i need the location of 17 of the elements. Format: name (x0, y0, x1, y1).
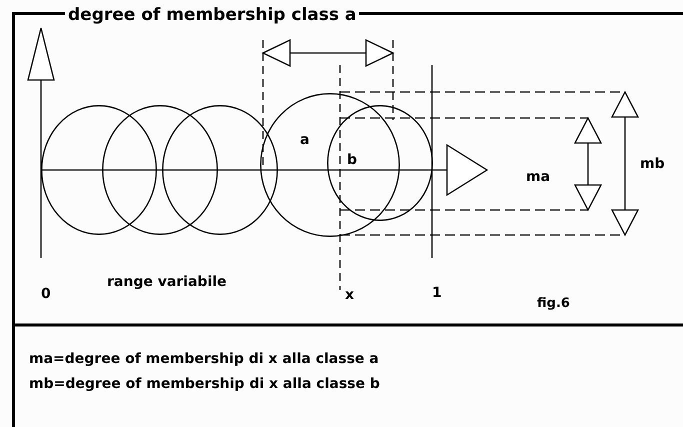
legend-note: ma=degree of membership di x alla classe a (29, 352, 379, 366)
class-circle (162, 105, 278, 235)
class-label: b (347, 153, 358, 167)
axis-tick-label: 0 (41, 287, 51, 301)
class-circle (260, 93, 400, 237)
axis-tick-label: x (345, 288, 354, 302)
dimension-label: mb (640, 157, 665, 171)
dimension-label: ma (526, 170, 550, 184)
class-circle (41, 105, 157, 235)
figure-number: fig.6 (537, 297, 570, 310)
axis-title: degree of membership class a (65, 6, 360, 25)
axis-label: range variabile (107, 275, 227, 289)
legend-note: mb=degree of membership di x alla classe b (29, 377, 380, 391)
class-circle (327, 105, 433, 221)
class-circle (102, 105, 218, 235)
axis-tick-label: 1 (432, 286, 442, 300)
class-label: a (300, 133, 310, 147)
